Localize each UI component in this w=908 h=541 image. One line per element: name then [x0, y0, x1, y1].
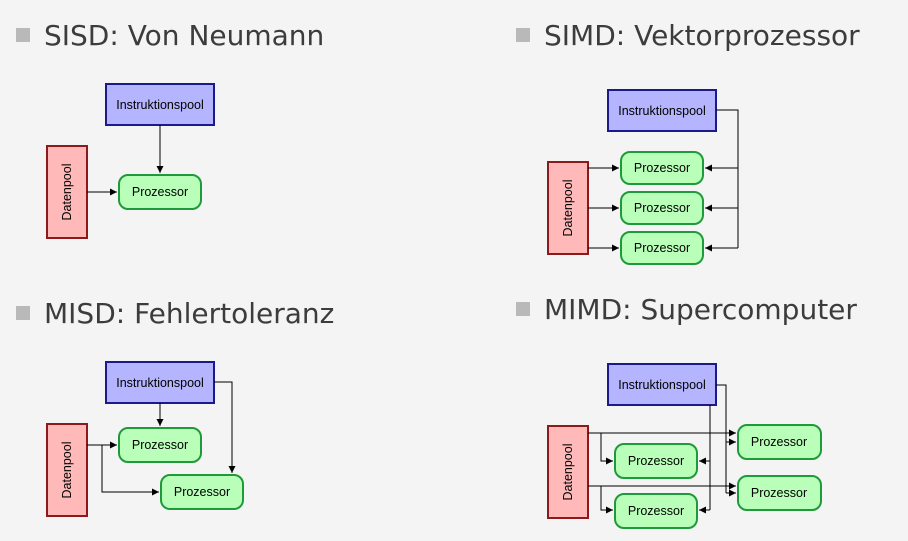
processor-box — [118, 427, 202, 463]
data-pool-label: Datenpool — [561, 180, 575, 237]
processor-box — [737, 424, 822, 460]
data-pool-label: Datenpool — [60, 164, 74, 221]
instruction-pool-label: Instruktionspool — [116, 98, 204, 112]
processor-label: Prozessor — [628, 504, 684, 518]
data-pool-label: Datenpool — [561, 444, 575, 501]
instruction-pool-box — [607, 89, 717, 132]
heading-misd: MISD: Fehlertoleranz — [16, 300, 334, 328]
processor-box — [614, 443, 698, 479]
instruction-pool-label: Instruktionspool — [618, 378, 706, 392]
processor-box — [118, 174, 202, 210]
sisd-diagram: Instruktionspool Datenpool Prozessor — [46, 83, 215, 239]
data-pool-box — [46, 423, 88, 517]
processor-label: Prozessor — [634, 161, 690, 175]
data-pool-label: Datenpool — [60, 442, 74, 499]
misd-diagram: Instruktionspool Datenpool Prozessor Pro… — [46, 361, 244, 517]
data-pool-box — [547, 161, 589, 255]
bullet-square-icon — [516, 28, 530, 42]
processor-label: Prozessor — [174, 485, 230, 499]
instruction-pool-label: Instruktionspool — [116, 376, 204, 390]
heading-mimd: MIMD: Supercomputer — [516, 296, 857, 324]
bullet-square-icon — [16, 28, 30, 42]
processor-label: Prozessor — [634, 241, 690, 255]
data-pool-box — [46, 145, 88, 239]
processor-label: Prozessor — [634, 201, 690, 215]
processor-box — [737, 475, 822, 511]
processor-label: Prozessor — [751, 486, 807, 500]
processor-label: Prozessor — [132, 438, 188, 452]
arrow-dp-to-processor — [600, 433, 613, 465]
processor-label: Prozessor — [132, 185, 188, 199]
data-pool-box — [547, 425, 589, 519]
processor-box — [160, 474, 244, 510]
instruction-pool-label: Instruktionspool — [618, 104, 706, 118]
heading-simd: SIMD: Vektorprozessor — [516, 22, 860, 50]
arrow-dp-to-processor — [600, 486, 613, 514]
processor-label: Prozessor — [751, 435, 807, 449]
processor-box — [620, 191, 704, 225]
simd-diagram: Instruktionspool Datenpool Prozessor Pro… — [547, 89, 739, 265]
mimd-diagram: Instruktionspool Datenpool Prozessor Pro… — [547, 363, 822, 529]
processor-box — [620, 151, 704, 185]
heading-sisd: SISD: Von Neumann — [16, 22, 324, 50]
instruction-line — [716, 384, 727, 493]
arrow-ip-to-processor — [214, 381, 236, 473]
processor-box — [614, 493, 698, 529]
bullet-square-icon — [516, 302, 530, 316]
processor-label: Prozessor — [628, 454, 684, 468]
bullet-square-icon — [16, 306, 30, 320]
instruction-bus-line — [716, 109, 739, 248]
processor-box — [620, 231, 704, 265]
arrow-dp-to-processor — [101, 445, 159, 496]
